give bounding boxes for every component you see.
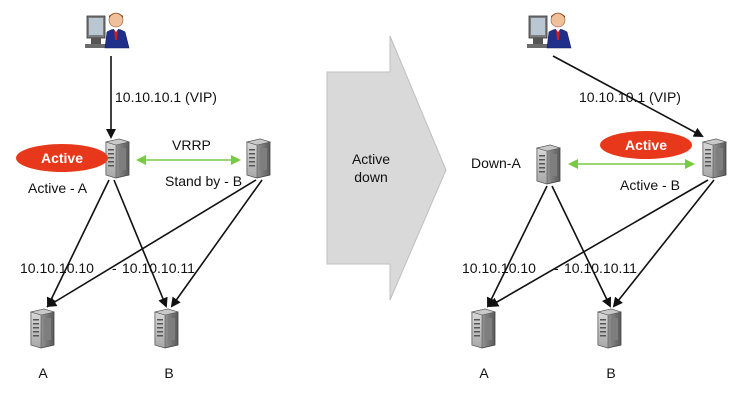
link-active-to-a (46, 179, 110, 308)
server-tower-icon (30, 308, 55, 349)
link-active-to-b (113, 179, 168, 308)
down-a-label: Down-A (471, 155, 521, 171)
server-tower-icon (597, 308, 622, 349)
backend-ip-a: 10.10.10.10 (462, 260, 536, 276)
transition-label-line1: Active (352, 151, 390, 167)
vrrp-label: VRRP (172, 137, 211, 153)
active-badge-label: Active (625, 137, 667, 153)
backend-ip-separator: - (112, 260, 117, 276)
backend-ip-b: 10.10.10.11 (122, 260, 195, 276)
server-b-label: B (606, 365, 615, 381)
active-badge-label: Active (41, 150, 83, 166)
transition-arrow-shape (326, 35, 447, 301)
link-active-to-a (488, 179, 709, 308)
right-panel: 10.10.10.1 (VIP) Down-A Active Active - … (462, 12, 727, 381)
active-b-label: Active - B (620, 177, 680, 193)
link-standby-to-b (170, 179, 263, 308)
user-at-computer-icon (526, 12, 572, 49)
link-active-to-b (612, 179, 715, 308)
server-a-label: A (479, 365, 489, 381)
active-badge (16, 144, 108, 172)
backend-ip-separator: - (554, 260, 559, 276)
server-tower-icon (702, 138, 727, 179)
server-b-label: B (164, 365, 173, 381)
server-tower-icon (471, 308, 496, 349)
vip-label: 10.10.10.1 (VIP) (579, 89, 681, 105)
link-standby-to-a (46, 179, 257, 308)
server-tower-icon (536, 144, 561, 185)
vip-label: 10.10.10.1 (VIP) (115, 89, 217, 105)
active-badge (600, 131, 692, 159)
server-a-label: A (38, 365, 48, 381)
server-tower-icon (154, 308, 179, 349)
active-a-label: Active - A (28, 180, 88, 196)
server-tower-icon (105, 138, 130, 179)
user-at-computer-icon (84, 12, 130, 49)
transition-label-line2: down (354, 169, 387, 185)
transition-arrow: Active down (326, 35, 447, 301)
server-tower-icon (246, 138, 271, 179)
link-down-to-a (487, 185, 548, 308)
vip-link (552, 55, 704, 137)
link-down-to-b (551, 185, 612, 308)
backend-ip-a: 10.10.10.10 (20, 260, 94, 276)
standby-b-label: Stand by - B (165, 173, 242, 189)
left-panel: 10.10.10.1 (VIP) Active Active - A VRRP … (16, 12, 271, 381)
backend-ip-b: 10.10.10.11 (564, 260, 637, 276)
